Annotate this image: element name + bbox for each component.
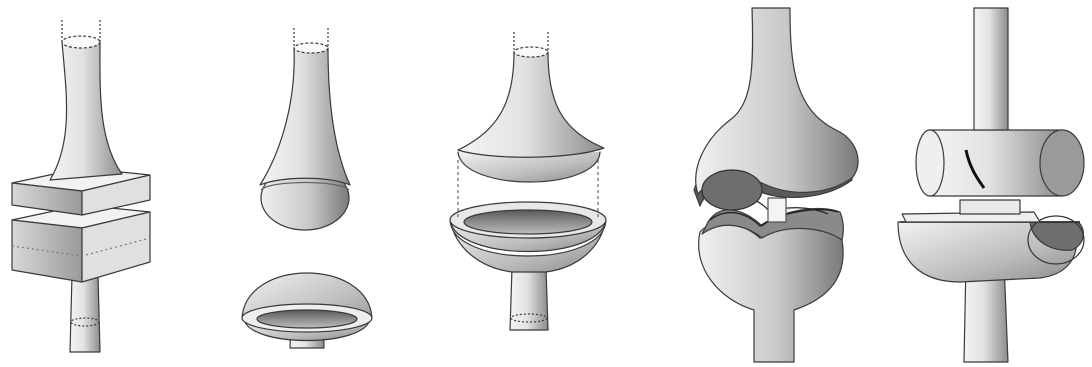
femur — [696, 8, 858, 194]
upper-shaft — [974, 8, 1008, 130]
upper-shaft — [458, 52, 604, 157]
socket-hollow — [257, 310, 357, 328]
upper-flared-shaft — [50, 42, 122, 180]
lower-cup-hollow — [464, 210, 592, 234]
cylinder-hinge-panel — [898, 8, 1084, 362]
ball-and-socket-panel — [242, 28, 372, 348]
block-joint-panel — [12, 20, 150, 352]
shallow-cup-joint-panel — [450, 32, 606, 330]
upper-shaft — [260, 48, 350, 185]
cylinder-left-end — [916, 130, 944, 196]
tibia — [699, 223, 844, 362]
lower-shaft — [70, 275, 100, 352]
cylinder-right-end — [1040, 130, 1084, 196]
anatomical-knee-panel — [694, 8, 858, 362]
